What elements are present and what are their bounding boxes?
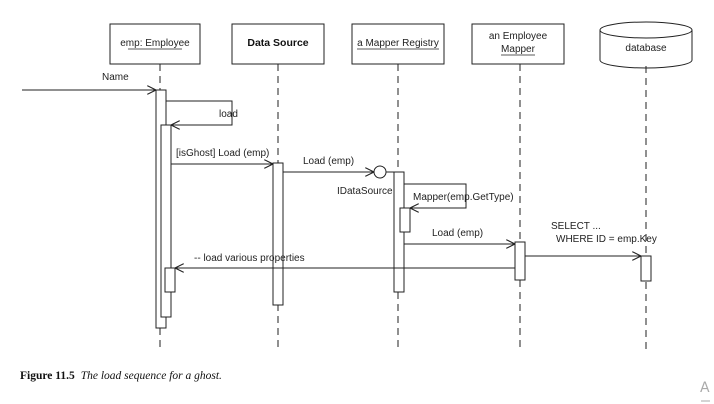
message-select-query: SELECT ... WHERE ID = emp.Key bbox=[525, 221, 657, 256]
message-label: Load (emp) bbox=[432, 228, 483, 239]
participant-employee-mapper: an Employee Mapper bbox=[471, 23, 565, 65]
message-label: Load (emp) bbox=[303, 156, 354, 167]
message-label-line1: SELECT ... bbox=[551, 221, 601, 232]
participant-label: emp: Employee bbox=[120, 38, 190, 49]
activation-bars bbox=[155, 89, 652, 329]
message-label: Mapper(emp.GetType) bbox=[413, 192, 514, 203]
participant-label: a Mapper Registry bbox=[357, 38, 439, 49]
interface-label: IDataSource bbox=[337, 186, 393, 197]
participant-data-source: Data Source bbox=[231, 23, 325, 65]
participant-mapper-registry: a Mapper Registry bbox=[351, 23, 445, 65]
participant-database: database bbox=[599, 21, 693, 69]
message-load-emp-mapper: Load (emp) bbox=[404, 228, 515, 244]
message-load-various-properties: -- load various properties bbox=[175, 253, 515, 268]
caption-text: Figure 11.5 The load sequence for a ghost… bbox=[20, 370, 222, 382]
message-isghost-load: [isGhost] Load (emp) bbox=[171, 148, 273, 164]
message-label: [isGhost] Load (emp) bbox=[176, 148, 269, 159]
participant-label-line1: an Employee bbox=[489, 31, 548, 42]
message-label: Name bbox=[102, 72, 129, 83]
message-label-line2: WHERE ID = emp.Key bbox=[556, 234, 657, 245]
message-load-self: load bbox=[166, 100, 238, 125]
caption-number: Figure 11.5 bbox=[20, 370, 75, 382]
participant-emp-employee: emp: Employee bbox=[109, 23, 201, 65]
participant-label: Data Source bbox=[247, 37, 308, 49]
message-mapper-get-type: Mapper(emp.GetType) bbox=[404, 183, 514, 208]
message-label: -- load various properties bbox=[194, 253, 305, 264]
caption-title: The load sequence for a ghost. bbox=[81, 370, 222, 382]
participant-label-line2: Mapper bbox=[501, 44, 536, 55]
message-load-emp-datasource: Load (emp) IDataSource bbox=[283, 156, 394, 197]
message-name: Name bbox=[22, 72, 156, 90]
corner-letter: A bbox=[700, 380, 710, 396]
interface-lollipop-icon bbox=[373, 165, 387, 179]
corner-mark: A bbox=[700, 380, 710, 402]
figure-caption: Figure 11.5 The load sequence for a ghost… bbox=[20, 370, 222, 382]
message-label: load bbox=[219, 109, 238, 120]
participant-label: database bbox=[625, 43, 667, 54]
